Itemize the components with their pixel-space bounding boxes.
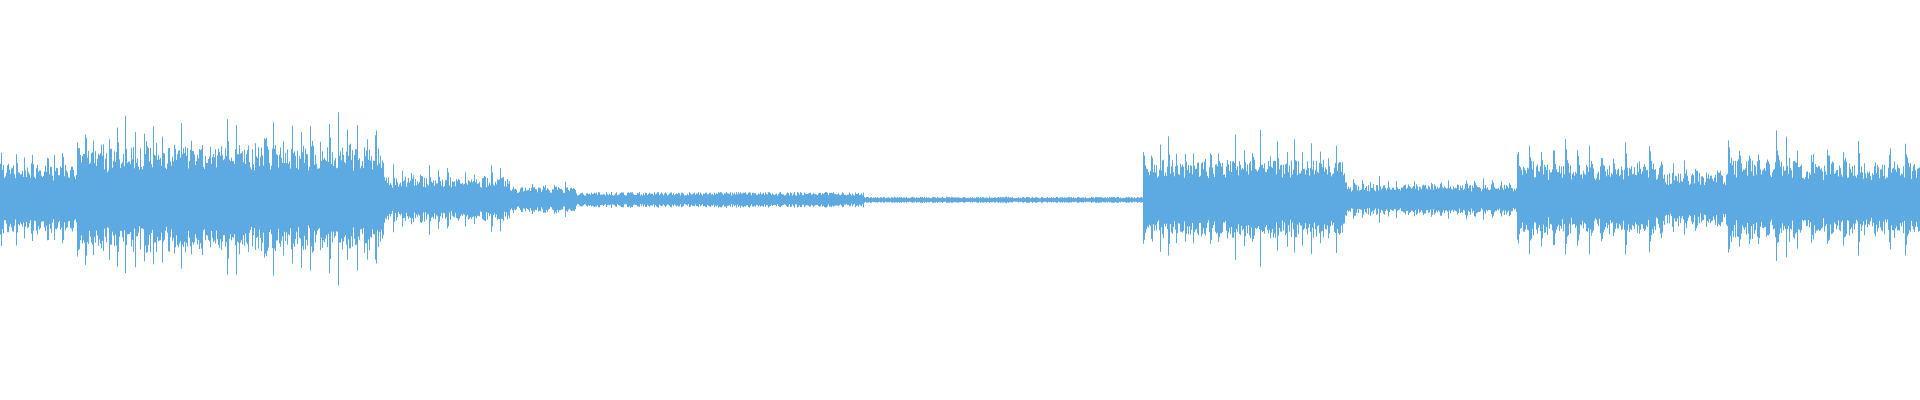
waveform-lines bbox=[0, 112, 1920, 286]
